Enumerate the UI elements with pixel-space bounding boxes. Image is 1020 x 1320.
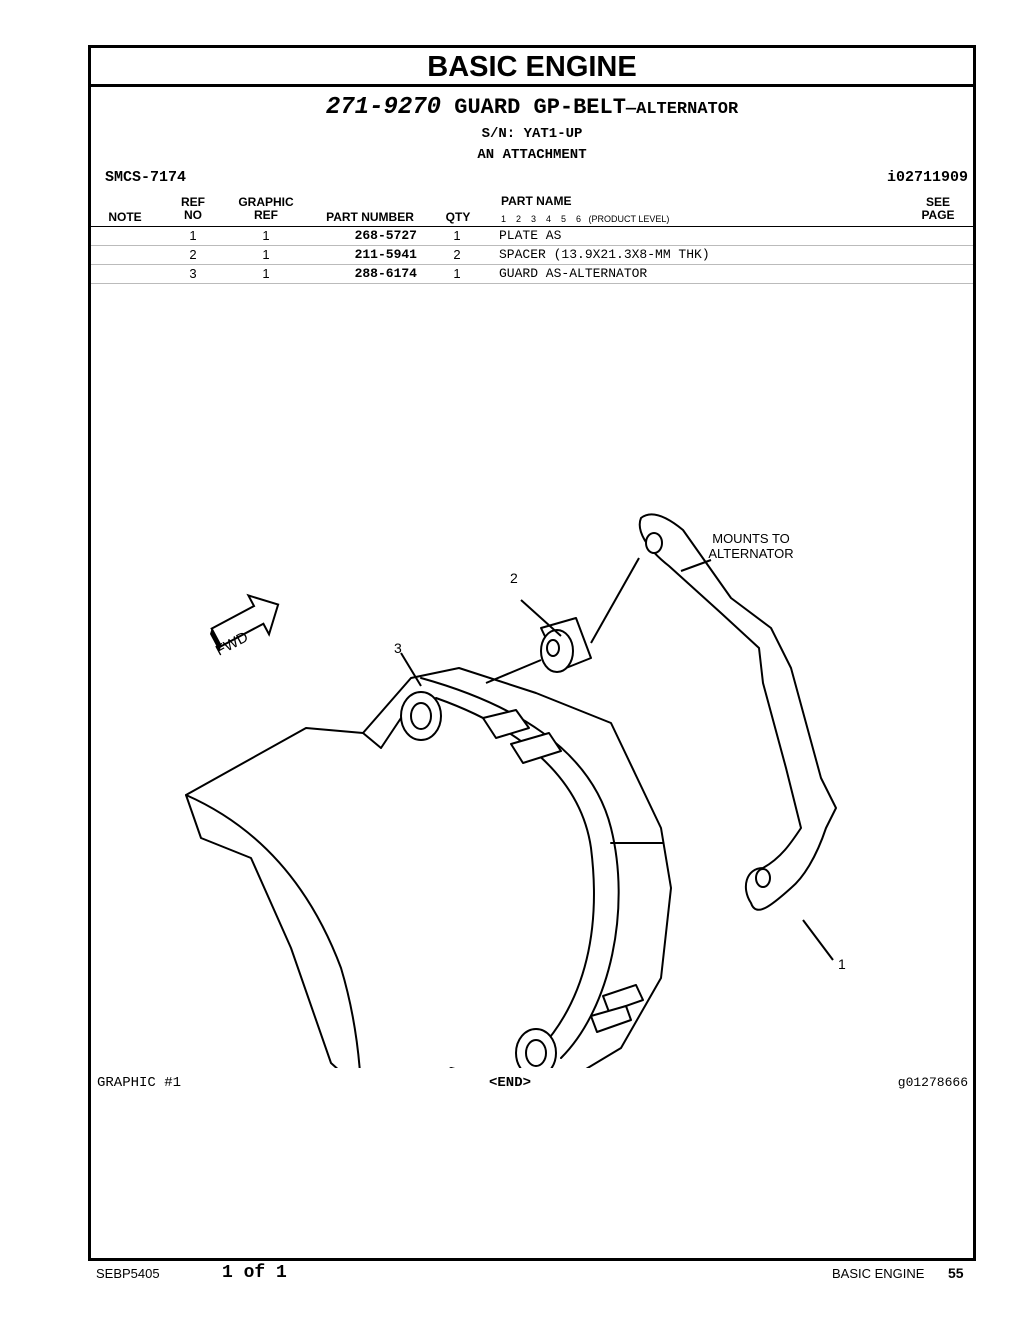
serial-range: S/N: YAT1-UP [481, 126, 583, 142]
row-ref: 1 [189, 228, 197, 243]
product-levels: 1 2 3 4 5 6 (PRODUCT LEVEL) [501, 214, 670, 224]
col-qty: QTY [445, 210, 471, 224]
col-see-bottom: PAGE [921, 208, 955, 222]
guard-slot-4 [590, 1005, 632, 1033]
row-part-number: 288-6174 [354, 266, 417, 281]
spacer-bore [546, 639, 560, 657]
col-graphic: GRAPHIC REF [231, 196, 301, 222]
callout-1: 1 [838, 956, 846, 972]
callout-2: 2 [510, 570, 518, 586]
exploded-view-drawing: FWD 2 3 1 MOUNTS TO ALTERNATOR [185, 513, 846, 1068]
row-graphic-ref: 1 [262, 266, 270, 281]
table-row: 2 1 211-5941 2 SPACER (13.9X21.3X8-MM TH… [91, 246, 973, 265]
group-heading: 271-9270 GUARD GP-BELT—ALTERNATOR S/N: Y… [91, 94, 973, 166]
mounts-label-line2: ALTERNATOR [708, 546, 793, 561]
col-note: NOTE [108, 210, 142, 224]
end-marker: <END> [489, 1075, 532, 1091]
guard-bottom-hole [525, 1039, 547, 1067]
footer-section: BASIC ENGINE [832, 1266, 925, 1281]
guard-slot-1 [482, 709, 530, 739]
row-graphic-ref: 1 [262, 228, 270, 243]
table-row: 1 1 268-5727 1 PLATE AS [91, 227, 973, 246]
col-ref: REF NO [176, 196, 210, 222]
group-part-name-suffix: —ALTERNATOR [625, 100, 739, 119]
callout-3: 3 [394, 640, 402, 656]
footer-page-number: 55 [948, 1265, 964, 1281]
guard-part [185, 667, 672, 1068]
col-see-page: SEE PAGE [913, 196, 963, 222]
page-frame: BASIC ENGINE 271-9270 GUARD GP-BELT—ALTE… [88, 45, 976, 1261]
row-qty: 2 [453, 247, 461, 262]
plate-top-hole [645, 532, 663, 554]
plate-bottom-hole [755, 868, 771, 888]
row-part-number: 211-5941 [354, 247, 417, 262]
col-graphic-bottom: REF [254, 208, 278, 222]
group-part-number: 271-9270 [325, 94, 442, 121]
col-graphic-top: GRAPHIC [238, 195, 294, 209]
row-ref: 2 [189, 247, 197, 262]
mounts-label-line1: MOUNTS TO [712, 531, 790, 546]
row-qty: 1 [453, 228, 461, 243]
row-ref: 3 [189, 266, 197, 281]
guard-slot-2 [510, 732, 562, 764]
col-ref-top: REF [181, 195, 205, 209]
table-row: 3 1 288-6174 1 GUARD AS-ALTERNATOR [91, 265, 973, 284]
illustration-id: i02711909 [886, 169, 968, 186]
graphic-caption: GRAPHIC #1 [97, 1075, 182, 1091]
col-see-top: SEE [925, 195, 950, 209]
guard-slot-3 [602, 984, 644, 1013]
row-part-name: PLATE AS [499, 228, 562, 243]
parts-table-header: NOTE REF NO GRAPHIC REF PART NUMBER QTY … [91, 194, 973, 227]
row-qty: 1 [453, 266, 461, 281]
group-part-name: GUARD GP-BELT [454, 95, 626, 120]
col-part-number: PART NUMBER [326, 210, 414, 224]
footer-page-count: 1 of 1 [222, 1263, 287, 1283]
smcs-code: SMCS-7174 [105, 169, 187, 186]
col-ref-bottom: NO [184, 208, 202, 222]
row-part-name: GUARD AS-ALTERNATOR [499, 266, 648, 281]
row-part-number: 268-5727 [354, 228, 417, 243]
plate-part [638, 513, 837, 911]
col-part-name: PART NAME [501, 194, 572, 208]
graphic-id: g01278666 [897, 1075, 968, 1090]
section-title: BASIC ENGINE [91, 48, 973, 87]
row-graphic-ref: 1 [262, 247, 270, 262]
row-part-name: SPACER (13.9X21.3X8-MM THK) [499, 247, 710, 262]
footer-doc-number: SEBP5405 [96, 1266, 160, 1281]
guard-top-hole [410, 702, 432, 730]
fwd-arrow-icon [209, 593, 280, 652]
attachment-label: AN ATTACHMENT [477, 147, 587, 163]
